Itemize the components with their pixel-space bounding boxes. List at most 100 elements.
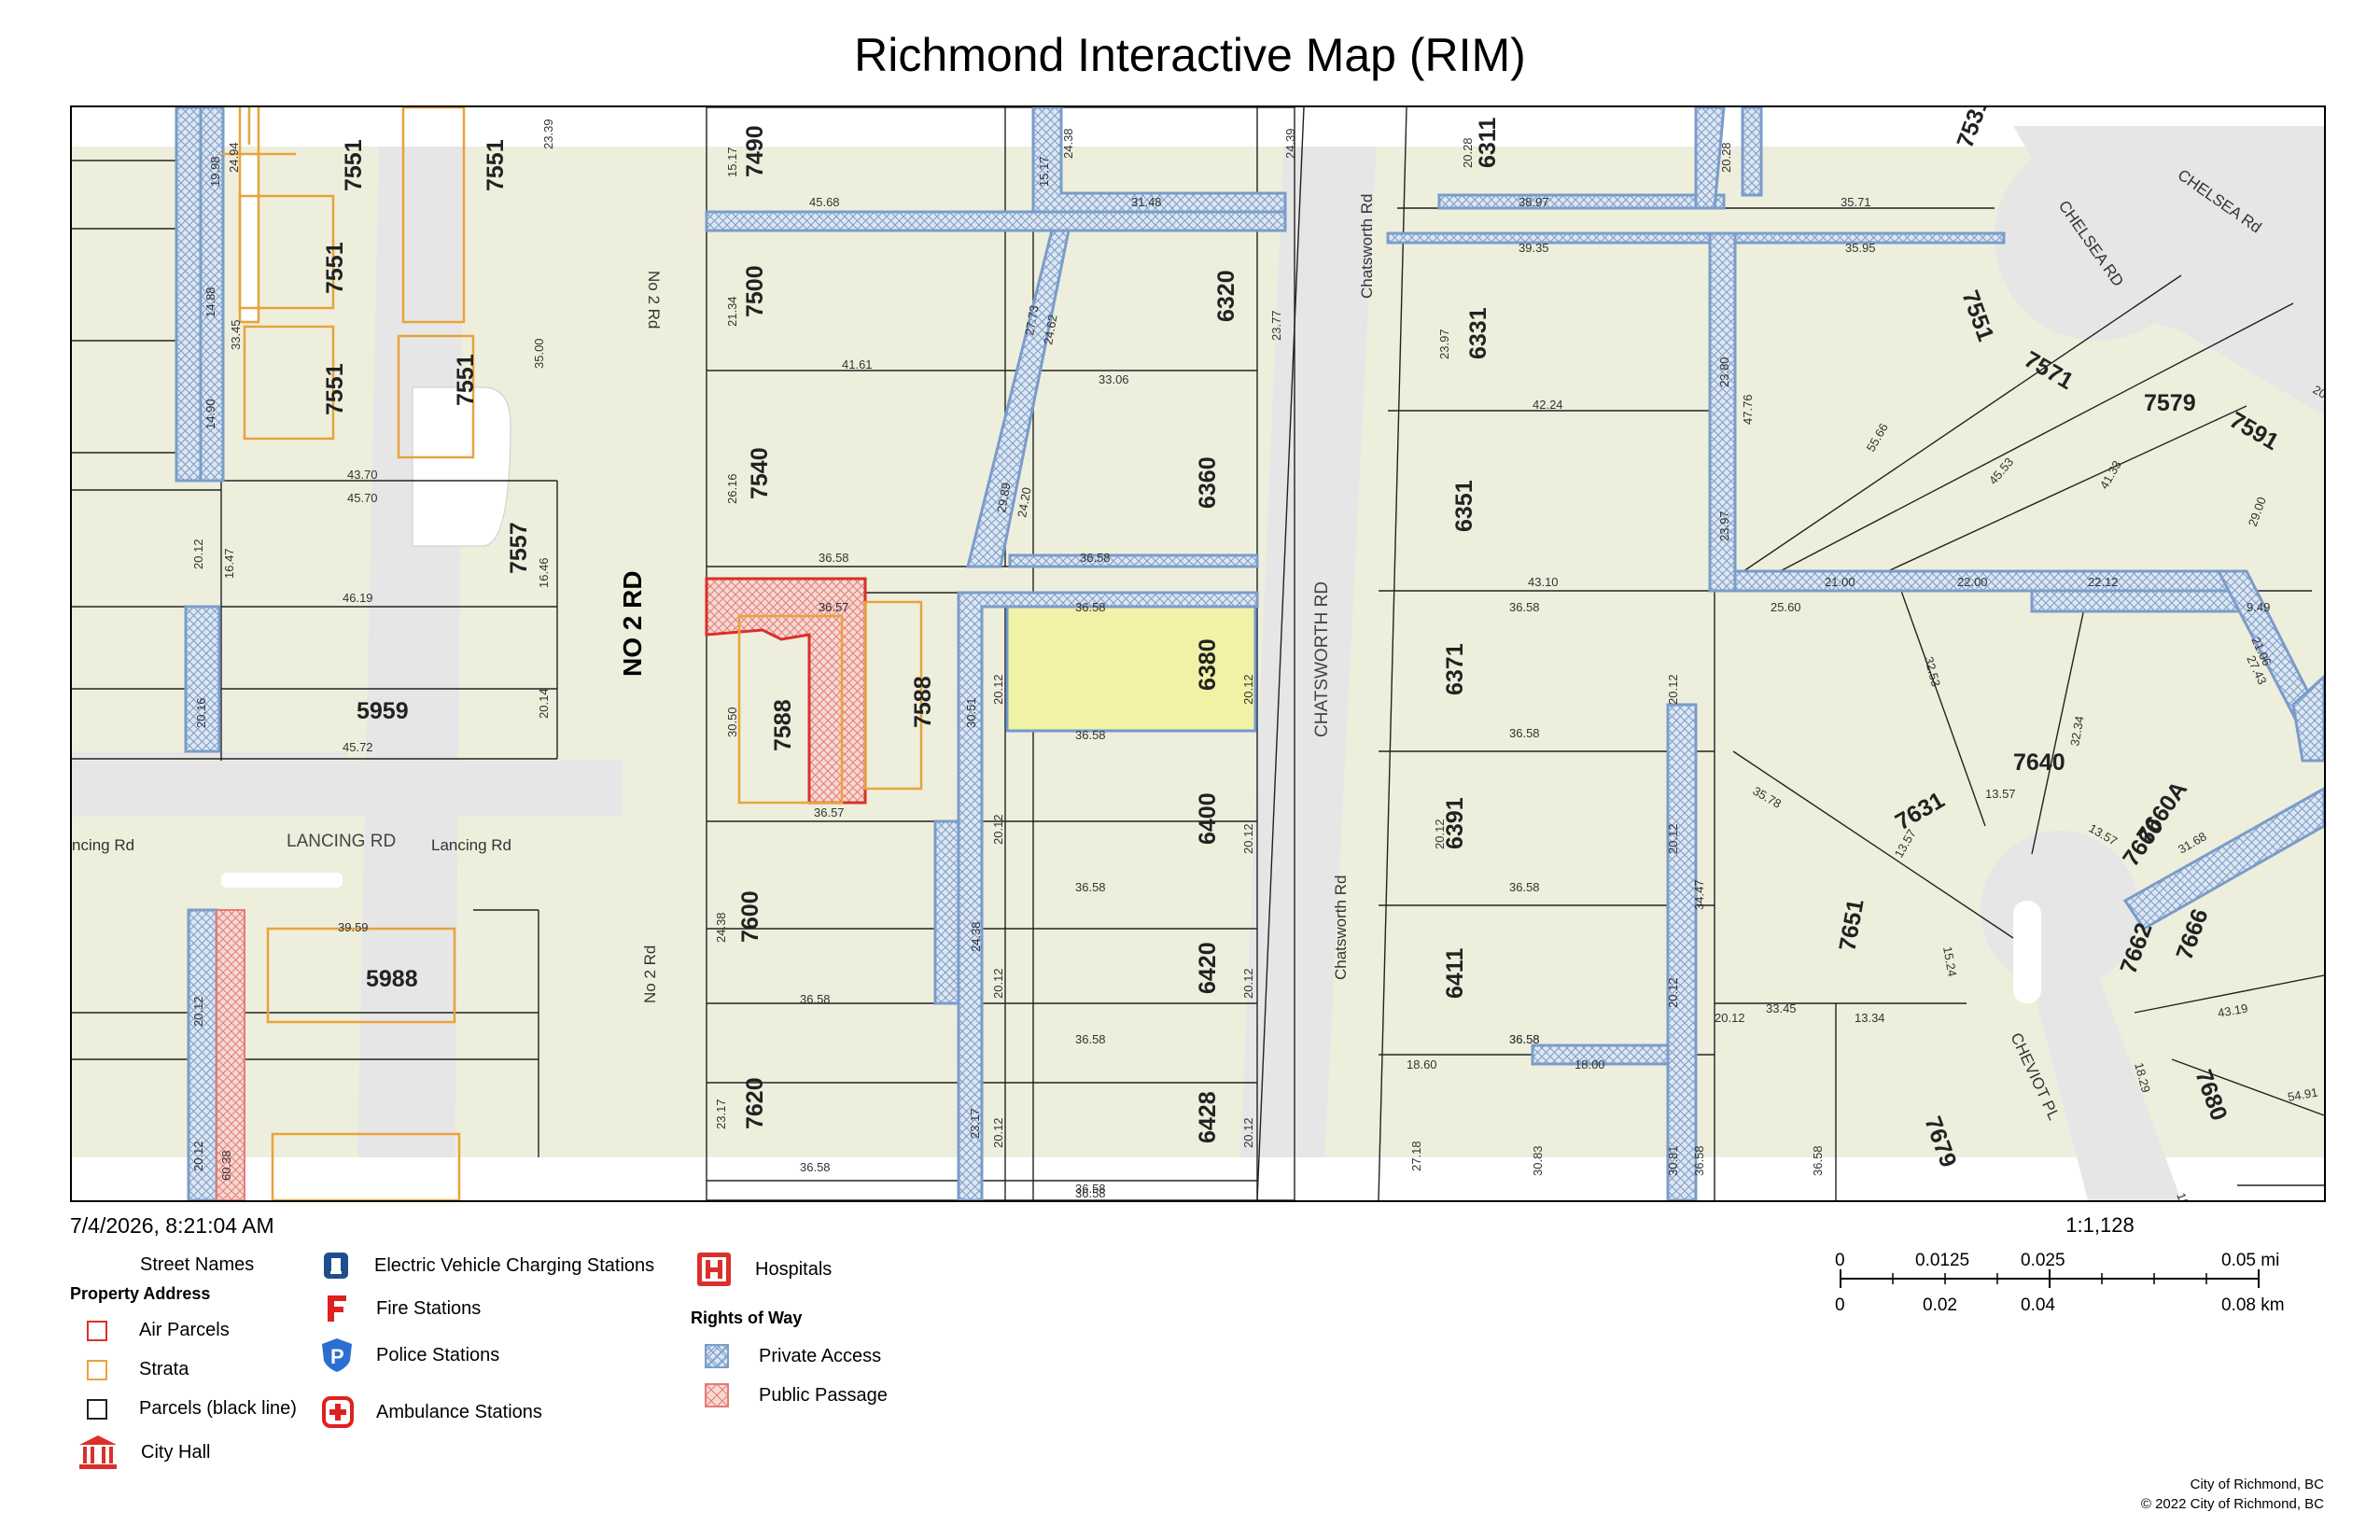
- legend-fire-stations: Fire Stations: [324, 1294, 481, 1323]
- svg-text:36.58: 36.58: [1075, 1182, 1106, 1196]
- map-canvas[interactable]: NO 2 RD No 2 Rd No 2 Rd LANCING RD ncing…: [70, 105, 2326, 1202]
- svg-text:23.77: 23.77: [1269, 310, 1283, 341]
- svg-text:24.94: 24.94: [227, 142, 241, 173]
- map-title: Richmond Interactive Map (RIM): [854, 29, 1526, 81]
- svg-text:60.38: 60.38: [219, 1150, 233, 1181]
- legend-ev-stations: Electric Vehicle Charging Stations: [322, 1251, 654, 1281]
- legend-city-hall: City Hall: [77, 1434, 210, 1471]
- svg-text:21.00: 21.00: [1825, 575, 1855, 589]
- svg-text:18.60: 18.60: [1407, 1057, 1437, 1071]
- svg-text:6331: 6331: [1465, 307, 1491, 359]
- svg-text:16.47: 16.47: [222, 548, 236, 579]
- svg-text:18.00: 18.00: [1575, 1057, 1605, 1071]
- svg-text:36.57: 36.57: [814, 805, 845, 819]
- public-passage-swatch-icon: [705, 1383, 729, 1407]
- svg-text:20.12: 20.12: [1241, 674, 1255, 705]
- svg-text:23.17: 23.17: [714, 1099, 728, 1129]
- svg-text:46.19: 46.19: [343, 591, 373, 605]
- svg-text:LANCING RD: LANCING RD: [287, 832, 396, 851]
- svg-text:20.12: 20.12: [191, 996, 205, 1027]
- svg-text:16.46: 16.46: [537, 557, 551, 588]
- svg-text:6391: 6391: [1442, 797, 1468, 849]
- highlighted-parcel[interactable]: [1005, 593, 1257, 733]
- legend-public-passage: Public Passage: [705, 1383, 888, 1407]
- scale-ratio: 1:1,128: [2065, 1213, 2135, 1237]
- svg-text:7500: 7500: [742, 265, 768, 317]
- svg-text:24.38: 24.38: [714, 912, 728, 943]
- svg-text:26.16: 26.16: [725, 473, 739, 504]
- scale-km-2: 0.04: [2021, 1295, 2055, 1315]
- svg-text:20.28: 20.28: [1461, 137, 1475, 168]
- svg-text:Chatsworth Rd: Chatsworth Rd: [1332, 875, 1350, 980]
- svg-text:23.80: 23.80: [1717, 357, 1731, 387]
- strata-outlines: [221, 107, 923, 1200]
- svg-text:30.81: 30.81: [1666, 1145, 1680, 1176]
- svg-text:20.12: 20.12: [1715, 1011, 1745, 1025]
- svg-text:20.28: 20.28: [1719, 142, 1733, 173]
- svg-text:7551: 7551: [453, 354, 479, 406]
- svg-text:29.89: 29.89: [994, 482, 1013, 514]
- svg-text:36.58: 36.58: [1075, 600, 1106, 614]
- svg-text:Lancing Rd: Lancing Rd: [431, 836, 511, 854]
- scale-bar-graphic: [1840, 1269, 2260, 1288]
- svg-text:7551: 7551: [322, 363, 348, 415]
- svg-text:41.61: 41.61: [842, 357, 873, 371]
- svg-text:6311: 6311: [1475, 118, 1501, 168]
- svg-text:23.39: 23.39: [541, 119, 555, 149]
- svg-text:20.12: 20.12: [1666, 823, 1680, 854]
- svg-text:36.58: 36.58: [1509, 880, 1540, 894]
- svg-text:ncing Rd: ncing Rd: [72, 836, 134, 854]
- svg-text:9.49: 9.49: [2247, 600, 2270, 614]
- svg-text:36.58: 36.58: [1075, 1032, 1106, 1046]
- scale-mi-0: 0: [1835, 1251, 1845, 1270]
- svg-text:20.12: 20.12: [191, 1141, 205, 1171]
- police-station-icon: P: [322, 1338, 352, 1372]
- svg-text:30.83: 30.83: [1531, 1145, 1545, 1176]
- svg-text:20.12: 20.12: [991, 814, 1005, 845]
- svg-text:5959: 5959: [357, 698, 409, 724]
- svg-text:7540: 7540: [747, 447, 773, 499]
- scale-bar: 1:1,128 0 0.0125 0.025 0.05 mi 0 0.02 0.…: [1829, 1213, 2296, 1325]
- svg-text:7620: 7620: [742, 1077, 768, 1129]
- svg-text:20.16: 20.16: [194, 697, 208, 728]
- svg-text:20.12: 20.12: [991, 1117, 1005, 1148]
- svg-text:7551: 7551: [322, 242, 348, 294]
- city-hall-icon: [79, 1435, 117, 1469]
- ev-charging-icon: [324, 1253, 348, 1279]
- svg-text:42.24: 42.24: [1533, 398, 1563, 412]
- private-access-rows: [175, 107, 2324, 1200]
- legend-property-address: Property Address: [70, 1284, 211, 1303]
- svg-text:35.95: 35.95: [1845, 241, 1876, 255]
- svg-text:15.17: 15.17: [725, 147, 739, 177]
- svg-text:5988: 5988: [366, 966, 418, 992]
- svg-text:54.91: 54.91: [2287, 1085, 2319, 1104]
- svg-text:27.18: 27.18: [1409, 1141, 1423, 1171]
- strata-swatch-icon: [87, 1359, 107, 1380]
- svg-text:7588: 7588: [910, 676, 936, 728]
- svg-text:7551: 7551: [483, 139, 509, 191]
- svg-text:35.00: 35.00: [532, 338, 546, 369]
- parcels-swatch-icon: [87, 1398, 107, 1420]
- svg-text:14.88: 14.88: [203, 287, 217, 317]
- svg-text:15.24: 15.24: [1940, 945, 1959, 978]
- svg-text:19.98: 19.98: [208, 156, 222, 187]
- svg-text:20.12: 20.12: [1666, 674, 1680, 705]
- legend-street-names: Street Names: [140, 1254, 255, 1275]
- svg-text:31.48: 31.48: [1131, 195, 1162, 209]
- svg-text:Chatsworth Rd: Chatsworth Rd: [1358, 194, 1376, 299]
- svg-text:P: P: [330, 1345, 344, 1368]
- svg-text:20.12: 20.12: [1241, 1117, 1255, 1148]
- credit-line-1: City of Richmond, BC: [2190, 1477, 2324, 1492]
- svg-text:30.51: 30.51: [964, 697, 978, 728]
- legend: Street Names Property Address Air Parcel…: [70, 1251, 910, 1493]
- svg-text:23.17: 23.17: [968, 1108, 982, 1139]
- air-parcels-swatch-icon: [87, 1320, 107, 1341]
- svg-text:35.71: 35.71: [1841, 195, 1871, 209]
- public-passage-rows: [216, 909, 245, 1200]
- svg-text:36.58: 36.58: [1811, 1145, 1825, 1176]
- scale-mi-1: 0.0125: [1915, 1251, 1970, 1270]
- svg-text:20.12: 20.12: [1666, 977, 1680, 1008]
- svg-text:13.34: 13.34: [1855, 1011, 1885, 1025]
- scale-km-0: 0: [1835, 1295, 1845, 1315]
- svg-text:43.19: 43.19: [2217, 1001, 2249, 1020]
